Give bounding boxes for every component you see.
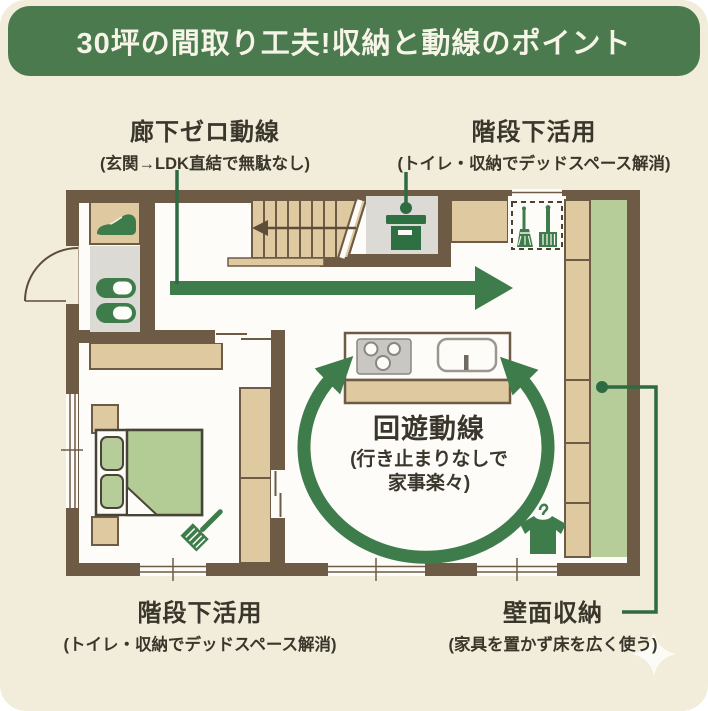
entry-door-opening (65, 246, 79, 304)
annotation-circulation: 回遊動線 (行き止まりなしで 家事楽々) (300, 407, 558, 496)
annotation-stairs-bottom-title: 階段下活用 (137, 600, 263, 627)
shoe-icon (97, 214, 136, 235)
stairs (227, 199, 368, 267)
annotation-circulation-subtitle: (行き止まりなしで 家事楽々) (300, 448, 558, 496)
connector-dot (400, 202, 412, 214)
annotation-circulation-subtitle-line1: (行き止まりなしで (350, 449, 508, 470)
annotation-wall-storage: 壁面収納 (家具を置かず床を広く使う) (405, 593, 701, 655)
broom-closet-floor (508, 196, 566, 254)
top-cabinet (450, 199, 509, 243)
hand-brush-icon (539, 205, 557, 247)
page-title: 30坪の間取り工夫!収納と動線のポイント (76, 28, 632, 60)
annotation-stairs-top: 階段下活用 (トイレ・収納でデッドスペース解消) (368, 112, 700, 174)
tshirt-icon (520, 503, 566, 554)
bedroom-brush-icon (180, 509, 223, 552)
annotation-wall-storage-subtitle: (家具を置かず床を広く使う) (448, 636, 658, 654)
annotation-hallway-subtitle: (玄関→LDK直結で無駄なし) (100, 155, 310, 173)
annotation-wall-storage-title: 壁面収納 (503, 600, 603, 627)
annotation-connectors (175, 170, 658, 614)
hallway-flow-arrow (170, 266, 513, 310)
bedroom-top-door (215, 330, 271, 343)
annotation-stairs-bottom-subtitle: (トイレ・収納でデッドスペース解消) (63, 636, 337, 654)
annotation-hallway-title: 廊下ゼロ動線 (130, 119, 280, 146)
wall-storage-strip (591, 200, 627, 557)
annotation-stairs-top-subtitle: (トイレ・収納でデッドスペース解消) (397, 155, 671, 173)
kitchen-counter-base (343, 378, 512, 405)
wardrobe (239, 387, 272, 564)
right-cabinet-column (564, 199, 591, 558)
bedroom-closet (89, 342, 223, 370)
nightstand-bottom (91, 516, 119, 546)
sparkle-icon (632, 632, 676, 676)
pillow (100, 436, 124, 471)
circulation-loop-arrow (297, 355, 555, 564)
annotation-circulation-title: 回遊動線 (373, 414, 485, 444)
kitchen-island (343, 331, 512, 405)
slippers-icon (96, 278, 136, 323)
header-banner: 30坪の間取り工夫!収納と動線のポイント (8, 6, 700, 76)
bedroom-side-door (271, 470, 285, 518)
annotation-circulation-subtitle-line2: 家事楽々) (387, 472, 471, 494)
broom-icon (517, 206, 533, 247)
entry-door-arc (24, 247, 79, 302)
stove-icon (356, 338, 412, 375)
annotation-hallway: 廊下ゼロ動線 (玄関→LDK直結で無駄なし) (40, 112, 370, 174)
sink-icon (436, 337, 498, 373)
bed (94, 428, 204, 517)
blanket-fold (126, 484, 160, 516)
wall-storage-connector (602, 385, 658, 614)
broom-closet-dashed-border (511, 201, 563, 250)
pillow (100, 474, 124, 509)
annotation-stairs-bottom: 階段下活用 (トイレ・収納でデッドスペース解消) (25, 593, 375, 655)
bottom-windows (140, 558, 557, 581)
annotation-stairs-top-title: 階段下活用 (471, 119, 597, 146)
left-wall-windows (61, 394, 83, 508)
connector-dot (596, 381, 608, 393)
stairs-handrail (227, 257, 325, 267)
storage-box-icon (386, 215, 426, 250)
